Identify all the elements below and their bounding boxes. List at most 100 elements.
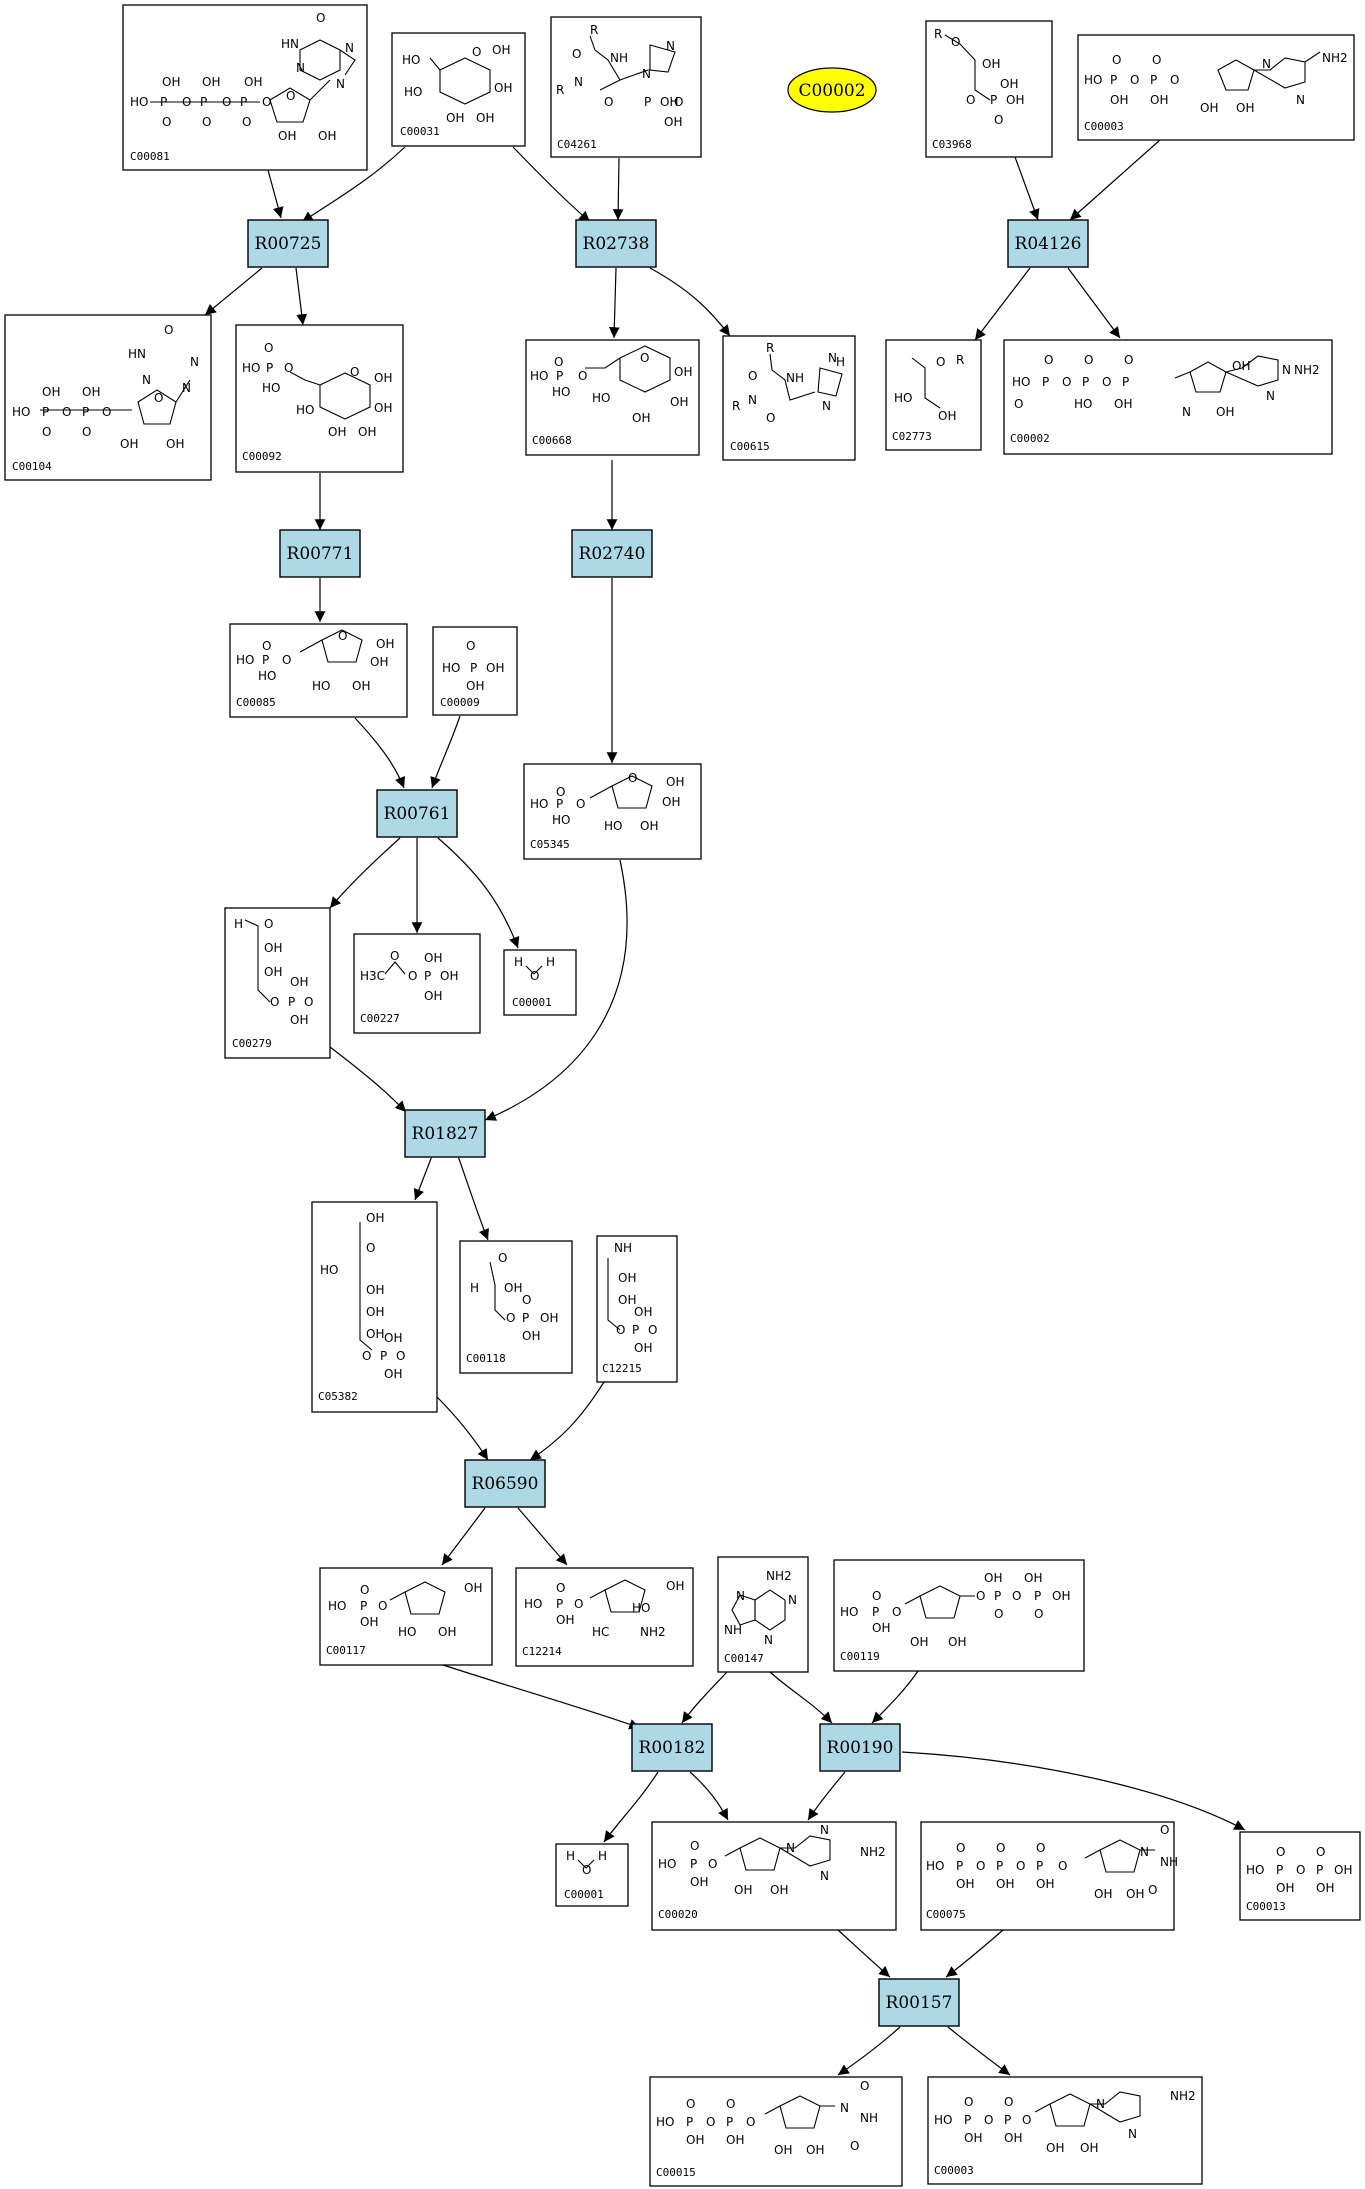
svg-text:O: O [262, 95, 271, 109]
svg-text:HO: HO [12, 405, 30, 419]
compound-C00009[interactable]: O HO P OH OH C00009 [432, 626, 518, 716]
svg-text:C03968: C03968 [932, 138, 972, 151]
svg-text:O: O [1062, 375, 1071, 389]
compound-C00104[interactable]: O HN N N N OH OH HO P O P O O O O OH OH … [4, 314, 212, 481]
compound-C00118[interactable]: O H OH O P OH OH O C00118 [459, 1240, 573, 1374]
compound-C00227[interactable]: O H3C O P OH OH OH C00227 [353, 933, 481, 1034]
svg-text:OH: OH [202, 75, 220, 89]
svg-text:O: O [284, 361, 293, 375]
compound-C05382[interactable]: OH O HO OH OH OH O P O OH OH C05382 [311, 1201, 438, 1413]
svg-text:HO: HO [236, 653, 254, 667]
compound-C04261[interactable]: R O NH R N O N N OH P O OH C04261 [550, 16, 702, 158]
compound-C02773[interactable]: O R HO OH C02773 [885, 339, 982, 451]
svg-text:OH: OH [446, 111, 464, 125]
svg-text:HN: HN [128, 347, 146, 361]
svg-text:HO: HO [632, 1601, 650, 1615]
svg-text:NH2: NH2 [1170, 2089, 1196, 2103]
svg-text:HO: HO [402, 53, 420, 67]
compound-C00015[interactable]: O O O HO P O P O NH OH OH N O OH OH C000… [649, 2076, 903, 2187]
svg-text:O: O [1034, 1607, 1043, 1621]
compound-C05345[interactable]: O HO P O HO OH OH HO OH O C05345 [523, 763, 702, 860]
svg-text:OH: OH [770, 1883, 788, 1897]
svg-text:OH: OH [438, 1625, 456, 1639]
compound-structure: O HO P O OH OH HO OH [328, 1581, 482, 1639]
compound-C00031[interactable]: HO OH OH HO OH OH O C00031 [391, 32, 526, 147]
svg-text:C05345: C05345 [530, 838, 570, 851]
compound-C00092[interactable]: O HO P O HO O OH OH HO OH OH C00092 [235, 324, 404, 473]
svg-text:O: O [1084, 353, 1093, 367]
compound-C03968[interactable]: R O OH OH O P OH O C03968 [925, 20, 1053, 158]
compound-C00119[interactable]: O HO P O OH OH O OH OH P O P OH O O OH C… [833, 1559, 1085, 1672]
compound-C00615[interactable]: R O NH N R H O N N C00615 [722, 335, 856, 461]
svg-text:NH: NH [1160, 1855, 1178, 1869]
compound-C00013[interactable]: O O HO P O P OH OH OH C00013 [1239, 1831, 1361, 1921]
svg-text:OH: OH [318, 129, 336, 143]
reaction-R04126[interactable]: R04126 [1007, 219, 1089, 268]
svg-text:O: O [1112, 53, 1121, 67]
compound-structure: O HO P O HO OH OH HO OH O [530, 771, 684, 833]
compound-C00075[interactable]: O O O O HO P O P O P O NH OH OH OH N O O… [920, 1821, 1178, 1931]
reaction-R02738[interactable]: R02738 [575, 219, 657, 268]
svg-text:P: P [288, 995, 295, 1009]
compound-C00081[interactable]: O HN N N N OH OH OH HO P O P O P O O O O… [122, 4, 368, 171]
compound-C00668[interactable]: O HO P O HO O OH HO OH OH C00668 [525, 339, 700, 456]
edge-C03968-R04126 [1014, 156, 1040, 221]
svg-text:P: P [556, 369, 563, 383]
reaction-R02740[interactable]: R02740 [571, 529, 653, 578]
svg-text:P: P [266, 361, 273, 375]
svg-text:HO: HO [296, 403, 314, 417]
compound-C00020[interactable]: O NH2 HO P O OH N N OH OH N C00020 [651, 1821, 897, 1931]
svg-text:P: P [956, 1859, 963, 1873]
svg-text:O: O [554, 355, 563, 369]
compound-C00085[interactable]: O HO P O HO OH OH HO OH O C00085 [229, 623, 408, 718]
reaction-R01827[interactable]: R01827 [404, 1109, 486, 1158]
reaction-R00182[interactable]: R00182 [631, 1723, 713, 1772]
compound-C00147[interactable]: NH2 N N N NH C00147 [717, 1556, 809, 1673]
compound-C00279[interactable]: H O OH OH OH O P O OH C00279 [224, 907, 331, 1059]
svg-text:C04261: C04261 [557, 138, 597, 151]
svg-text:C00668: C00668 [532, 434, 572, 447]
compound-C00001-b[interactable]: H O H C00001 [555, 1843, 629, 1907]
compound-structure: R O NH N R H O N N [732, 341, 845, 425]
svg-text:H: H [546, 955, 555, 969]
compound-C00117[interactable]: O HO P O OH OH HO OH C00117 [319, 1567, 493, 1666]
reaction-R00157[interactable]: R00157 [878, 1978, 960, 2027]
svg-text:N: N [828, 351, 837, 365]
compound-structure: O NH2 HO P O OH N N OH OH N [658, 1823, 886, 1897]
reaction-R00761[interactable]: R00761 [376, 789, 458, 838]
svg-text:OH: OH [358, 425, 376, 439]
svg-text:OH: OH [734, 1883, 752, 1897]
svg-text:NH2: NH2 [766, 1569, 792, 1583]
svg-text:H: H [470, 1281, 479, 1295]
edge-C00031-R00725 [301, 146, 406, 223]
highlight-compound-C00002[interactable]: C00002 [787, 67, 877, 113]
svg-text:O: O [706, 2115, 715, 2129]
svg-text:OH: OH [618, 1271, 636, 1285]
svg-text:H: H [514, 955, 523, 969]
svg-text:OH: OH [264, 965, 282, 979]
compound-C00002[interactable]: O O O NH2 HO P O P O P O HO OH OH N N N … [1003, 339, 1333, 455]
svg-text:H: H [836, 355, 845, 369]
edge-C00003-R04126 [1069, 139, 1161, 221]
svg-text:O: O [976, 1589, 985, 1603]
svg-text:O: O [956, 1841, 965, 1855]
reaction-R00771[interactable]: R00771 [279, 529, 361, 578]
reaction-R00190[interactable]: R00190 [819, 1723, 901, 1772]
compound-C00001[interactable]: H O H C00001 [503, 949, 577, 1016]
svg-text:O: O [578, 369, 587, 383]
svg-text:OH: OH [328, 425, 346, 439]
svg-text:R00190: R00190 [827, 1738, 894, 1758]
svg-text:O: O [282, 653, 291, 667]
reaction-R06590[interactable]: R06590 [464, 1459, 546, 1508]
reaction-R00725[interactable]: R00725 [247, 219, 329, 268]
compound-C12214[interactable]: O HO P O OH OH HO NH2 HC C12214 [515, 1567, 694, 1667]
svg-text:NH: NH [860, 2111, 878, 2125]
svg-text:OH: OH [1024, 1571, 1042, 1585]
svg-text:C00003: C00003 [934, 2164, 974, 2177]
compound-C00003[interactable]: O O NH2 HO P O P O OH OH N OH OH N C0000… [1077, 34, 1355, 141]
compound-C12215[interactable]: NH OH OH O P O OH OH C12215 [596, 1235, 678, 1383]
svg-text:P: P [240, 95, 247, 109]
svg-text:NH: NH [610, 51, 628, 65]
compound-C00003-b[interactable]: O O NH2 HO P O P O OH OH N OH OH N C0000… [927, 2076, 1203, 2185]
svg-text:O: O [726, 2097, 735, 2111]
